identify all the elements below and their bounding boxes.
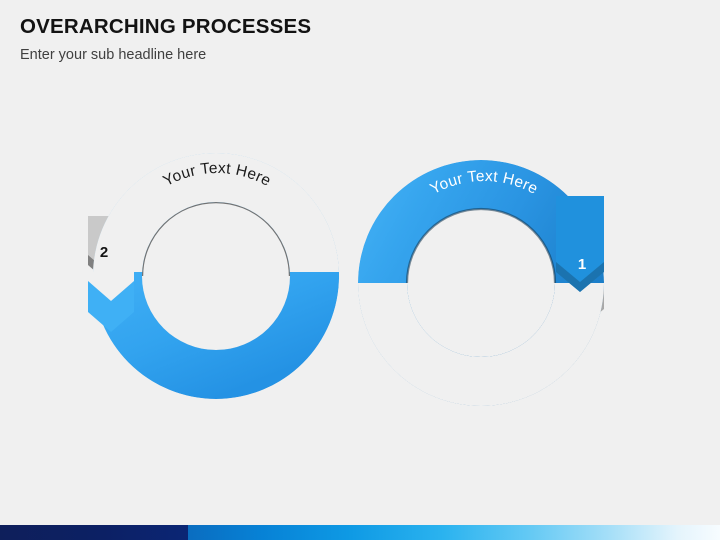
right-loop-upper-segment[interactable]	[330, 160, 720, 540]
page-title: OVERARCHING PROCESSES	[20, 15, 312, 38]
slide-header: OVERARCHING PROCESSES Enter your sub hea…	[20, 14, 680, 65]
footer-bar	[0, 525, 720, 540]
badge-1-plate-shade	[556, 262, 604, 292]
right-loop[interactable]	[330, 20, 720, 540]
badge-1-plate[interactable]	[556, 196, 604, 292]
right-inner-rim	[405, 207, 557, 284]
crossover-overlay	[93, 153, 339, 399]
left-upper-mask	[92, 152, 340, 272]
left-blue-chevron-notch	[88, 272, 134, 301]
left-inner-rim	[140, 200, 292, 277]
footer-bar-navy	[0, 525, 188, 540]
page-subtitle: Enter your sub headline here	[20, 47, 207, 63]
badge-1-number: 1	[578, 256, 586, 273]
footer-bar-gradient	[188, 525, 720, 540]
badge-2-number: 2	[100, 244, 108, 261]
right-lower-mask	[358, 283, 604, 406]
left-loop-upper-segment[interactable]	[0, 152, 390, 540]
